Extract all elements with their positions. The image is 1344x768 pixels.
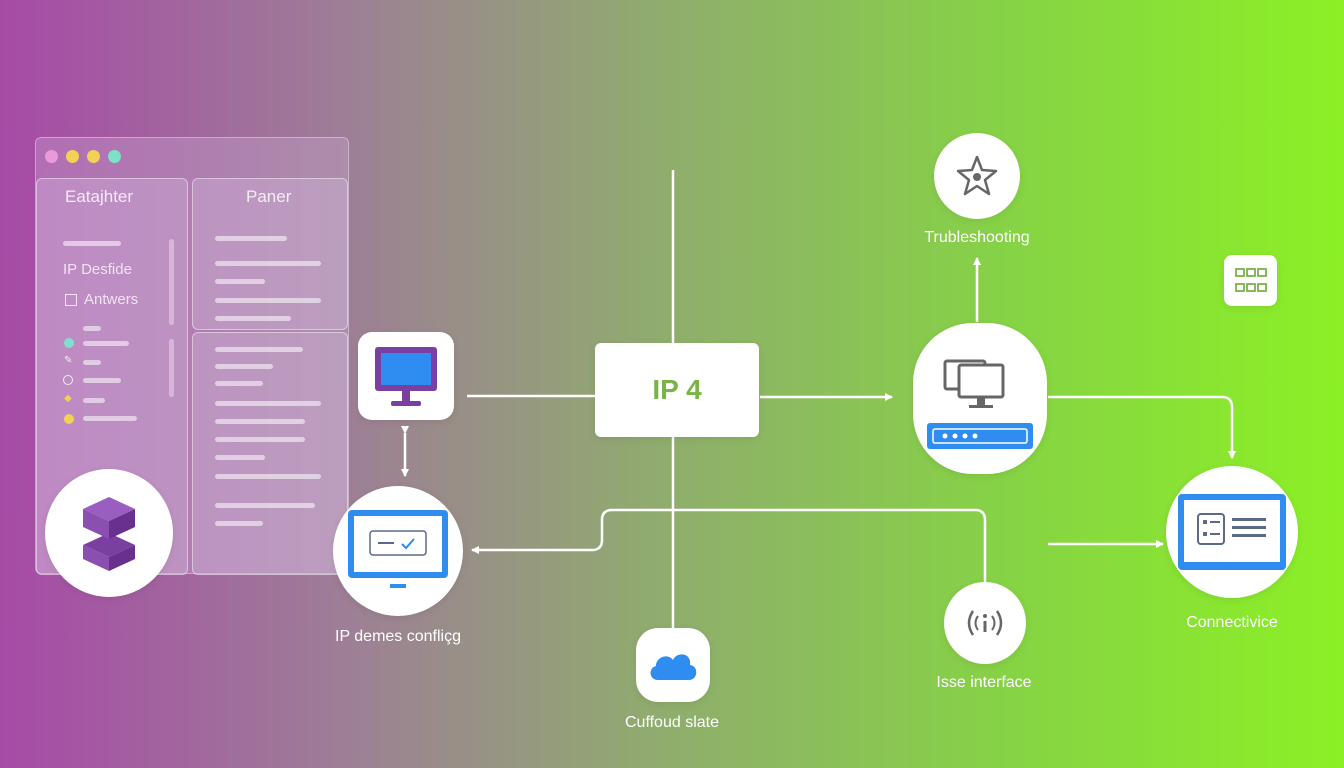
interface-label: Isse interface — [936, 674, 1032, 691]
checkbox-icon[interactable] — [65, 294, 77, 306]
placeholder-line — [215, 364, 273, 369]
troubleshooting-label: Trubleshooting — [924, 229, 1030, 246]
placeholder-line — [83, 398, 105, 403]
placeholder-line — [215, 298, 321, 303]
connect-node[interactable] — [1166, 466, 1298, 598]
placeholder-line — [215, 261, 321, 266]
star-icon — [956, 155, 998, 196]
window-dot-green[interactable] — [108, 150, 121, 163]
placeholder-line — [215, 474, 321, 479]
router-node[interactable] — [913, 323, 1047, 474]
window-dot-pink[interactable] — [45, 150, 58, 163]
placeholder-line — [215, 381, 263, 386]
troubleshooting-node[interactable] — [934, 133, 1020, 219]
placeholder-line — [215, 236, 287, 241]
bullet-icon — [64, 414, 74, 424]
placeholder-line — [83, 341, 129, 346]
right-pane-bottom — [192, 332, 348, 575]
placeholder-line — [83, 378, 121, 383]
placeholder-line — [83, 416, 137, 421]
placeholder-line — [215, 316, 291, 321]
placeholder-line — [215, 521, 263, 526]
sidebar-item-ip[interactable]: IP Desfide — [63, 261, 132, 278]
placeholder-line — [83, 360, 101, 365]
placeholder-line — [215, 279, 265, 284]
ip4-center-box[interactable]: IP 4 — [595, 343, 759, 437]
scrollbar[interactable] — [169, 239, 174, 325]
grid-icon — [1234, 267, 1267, 292]
cube-node[interactable] — [45, 469, 173, 597]
window-dot-yellow[interactable] — [66, 150, 79, 163]
placeholder-line — [215, 347, 303, 352]
config-node[interactable] — [333, 486, 463, 616]
interface-node[interactable] — [944, 582, 1026, 664]
ring-icon — [63, 375, 73, 385]
right-pane-top: Paner — [192, 178, 348, 330]
cloud-label: Cuffoud slate — [625, 714, 719, 731]
config-label: IP demes confliçg — [335, 628, 461, 645]
monitor-settings-icon — [348, 510, 448, 588]
bullet-icon — [64, 338, 74, 348]
ip4-label: IP 4 — [652, 374, 702, 405]
pc-node[interactable] — [358, 332, 454, 420]
placeholder-line — [63, 241, 121, 246]
grid-node[interactable] — [1224, 255, 1277, 306]
placeholder-line — [215, 503, 315, 508]
interface-to-config-line — [471, 508, 987, 585]
pencil-icon: ✎ — [64, 355, 73, 366]
monitor-icon — [375, 347, 437, 406]
connect-label: Connectivice — [1186, 614, 1278, 631]
right-pane-title: Paner — [246, 187, 292, 206]
cloud-node[interactable] — [636, 628, 710, 702]
placeholder-line — [215, 437, 305, 442]
window-dot-yellow-2[interactable] — [87, 150, 100, 163]
signal-icon — [967, 610, 1003, 636]
cube-stack-icon — [83, 497, 135, 571]
cloud-icon — [650, 654, 697, 680]
placeholder-line — [215, 401, 321, 406]
leaf-icon: ◆ — [64, 393, 72, 404]
sidebar-item-answers[interactable]: Antwers — [84, 291, 139, 308]
placeholder-line — [215, 419, 305, 424]
router-icon — [927, 359, 1033, 449]
placeholder-line — [83, 326, 101, 331]
router-to-connect-line — [1048, 395, 1236, 459]
left-pane-title: Eatajhter — [65, 187, 134, 206]
placeholder-line — [215, 455, 265, 460]
monitor-list-icon — [1178, 494, 1286, 570]
scrollbar[interactable] — [169, 339, 174, 397]
